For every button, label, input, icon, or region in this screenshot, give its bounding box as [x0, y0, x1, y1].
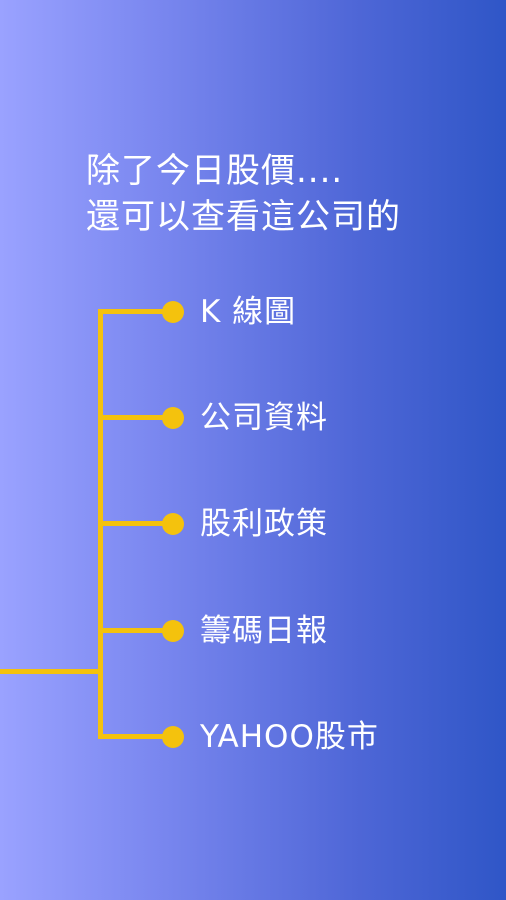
tree-trunk-horizontal [0, 669, 101, 674]
tree-branch [98, 309, 172, 314]
bullet-dot-icon [162, 726, 184, 748]
feature-item-dividend-policy: 股利政策 [200, 506, 328, 542]
bullet-dot-icon [162, 513, 184, 535]
tree-branch [98, 628, 172, 633]
tree-branch [98, 521, 172, 526]
bullet-dot-icon [162, 620, 184, 642]
tree-branch [98, 734, 172, 739]
headline: 除了今日股價.... 還可以查看這公司的 [86, 148, 466, 240]
feature-item-company-info: 公司資料 [200, 400, 328, 436]
tree-branch [98, 415, 172, 420]
feature-item-yahoo-stock: YAHOO股市 [200, 719, 379, 755]
feature-item-chip-report: 籌碼日報 [200, 613, 328, 649]
feature-item-kline: K 線圖 [200, 294, 297, 330]
headline-line-1: 除了今日股價.... [86, 151, 344, 191]
bullet-dot-icon [162, 407, 184, 429]
bullet-dot-icon [162, 301, 184, 323]
headline-line-2: 還可以查看這公司的 [86, 197, 401, 237]
